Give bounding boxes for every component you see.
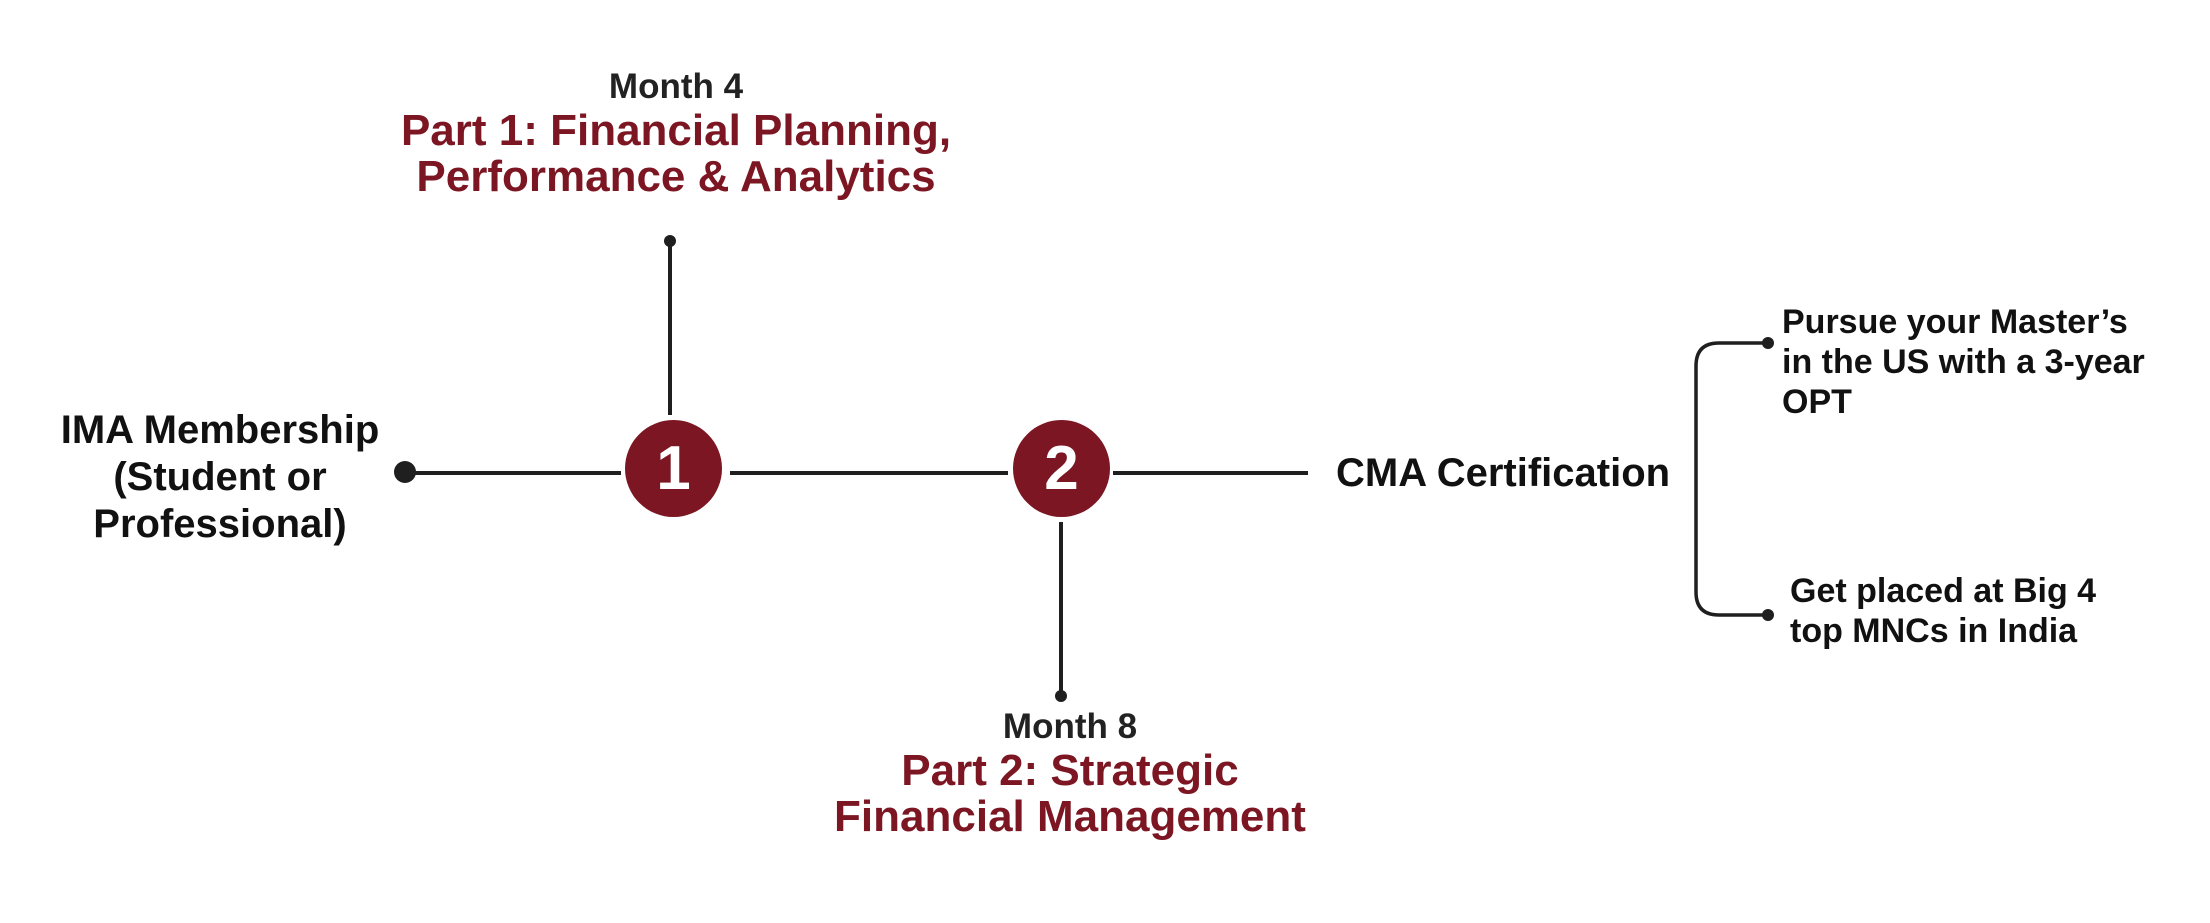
step-2-title-line-2: Financial Management xyxy=(834,792,1306,841)
outcome-2-dot xyxy=(1762,609,1774,621)
cma-certification-text: CMA Certification xyxy=(1336,451,1671,495)
start-label-line-2: (Student or xyxy=(113,455,327,499)
outcome-2: Get placed at Big 4 top MNCs in India xyxy=(1790,571,2096,651)
step-1-title-line-2: Performance & Analytics xyxy=(416,152,936,201)
outcome-1-dot xyxy=(1762,337,1774,349)
outcome-bracket xyxy=(1694,341,1768,617)
step-1-label: Month 4 Part 1: Financial Planning, Perf… xyxy=(370,66,982,200)
timeline-start-dot xyxy=(394,461,416,483)
step-2-number: 2 xyxy=(1044,433,1079,503)
outcome-1-line-3: OPT xyxy=(1782,383,1852,421)
start-label-line-1: IMA Membership xyxy=(60,408,380,452)
step-2-label: Month 8 Part 2: Strategic Financial Mana… xyxy=(790,706,1350,840)
outcome-1: Pursue your Master’s in the US with a 3-… xyxy=(1782,302,2145,422)
start-label: IMA Membership (Student or Professional) xyxy=(60,407,380,548)
outcome-2-line-2: top MNCs in India xyxy=(1790,612,2078,650)
step-1-title-line-1: Part 1: Financial Planning, xyxy=(400,106,952,155)
step-2-connector-dot xyxy=(1055,690,1067,702)
step-1-node: 1 xyxy=(625,420,722,517)
step-1-month: Month 4 xyxy=(608,67,744,106)
step-2-title-line-1: Part 2: Strategic xyxy=(901,746,1239,795)
step-2-month: Month 8 xyxy=(1002,707,1138,746)
outcome-1-line-2: in the US with a 3-year xyxy=(1782,343,2145,381)
outcome-2-line-1: Get placed at Big 4 xyxy=(1790,572,2097,610)
outcome-1-line-1: Pursue your Master’s xyxy=(1782,303,2128,341)
step-2-node: 2 xyxy=(1013,420,1110,517)
step-1-number: 1 xyxy=(656,433,691,503)
start-label-line-3: Professional) xyxy=(93,502,347,546)
cma-certification-label: CMA Certification xyxy=(1336,450,1670,497)
step-1-connector-dot xyxy=(664,235,676,247)
